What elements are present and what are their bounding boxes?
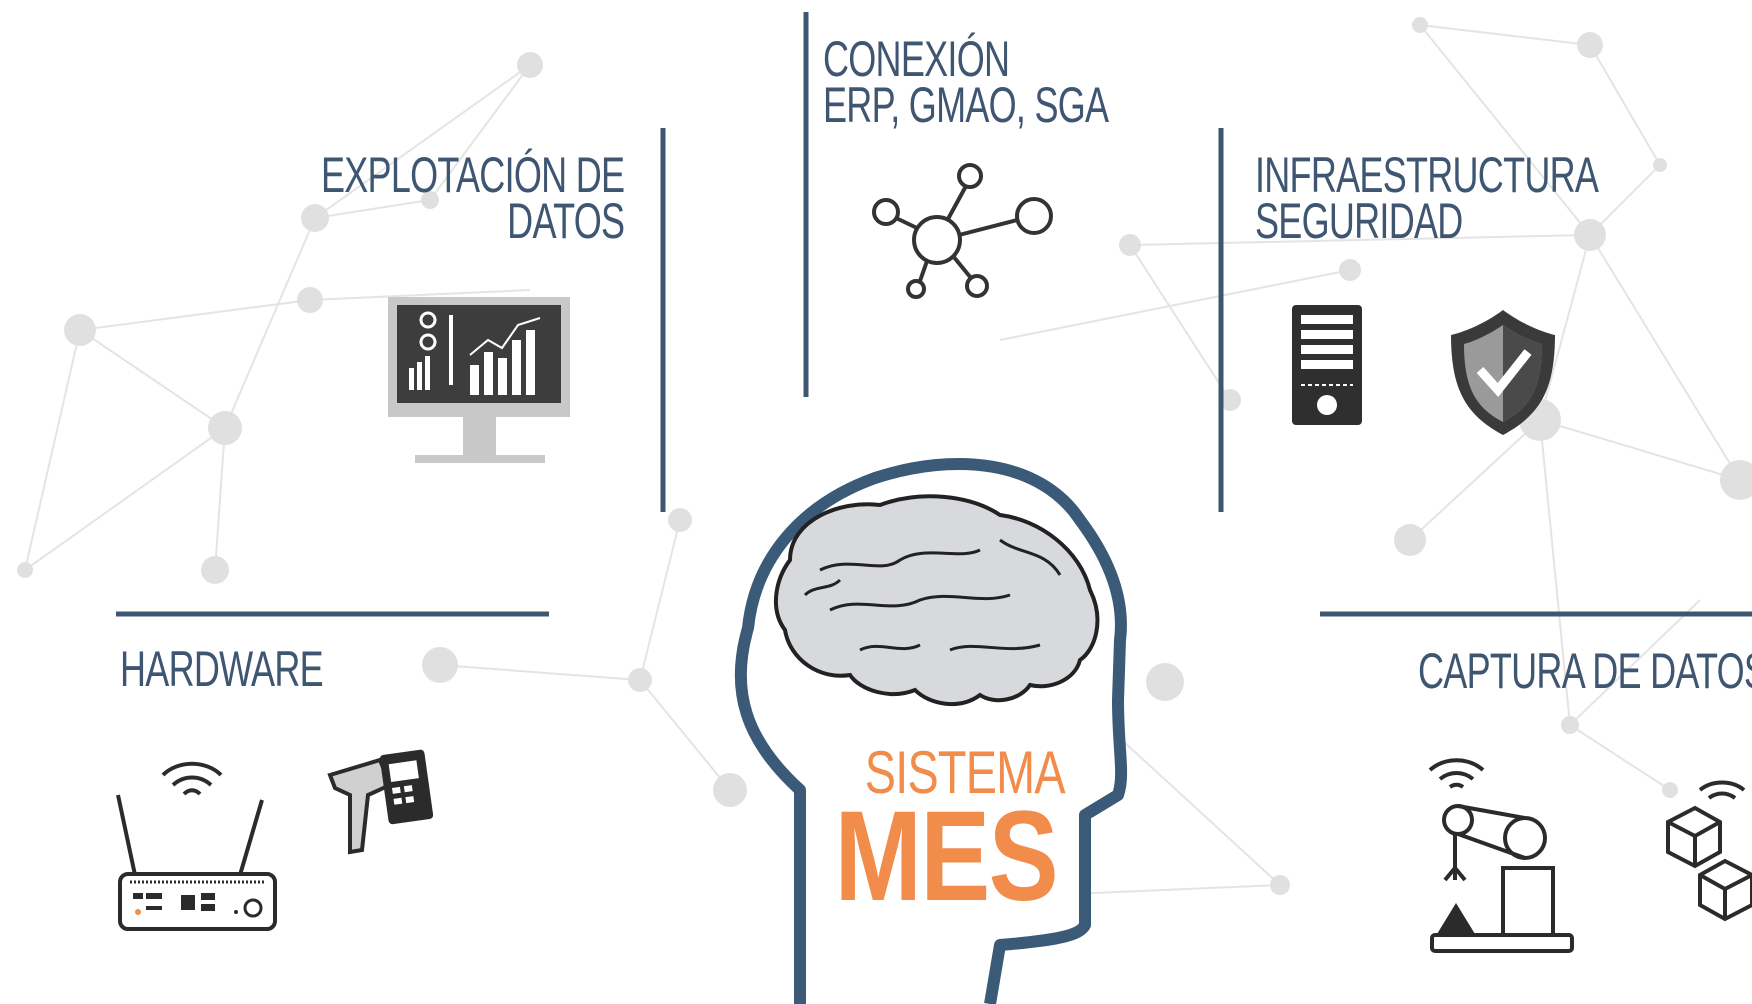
background-network — [24, 24, 1741, 901]
label-infraestructura: INFRAESTRUCTURA SEGURIDAD — [1255, 147, 1599, 249]
label-explotacion-line2: DATOS — [506, 193, 625, 249]
barcode-scanner-icon — [327, 749, 434, 855]
label-captura-text: CAPTURA DE DATOS — [1418, 643, 1752, 699]
network-hub-icon — [872, 163, 1053, 299]
robot-arm-icon — [1428, 758, 1574, 953]
security-shield-icon — [1451, 310, 1555, 435]
label-conexion-line2: ERP, GMAO, SGA — [823, 77, 1109, 133]
label-conexion: CONEXIÓN ERP, GMAO, SGA — [823, 31, 1109, 133]
router-ports — [133, 893, 263, 918]
divider-lines — [116, 12, 1752, 617]
label-captura: CAPTURA DE DATOS — [1418, 643, 1752, 699]
brain-icon — [773, 494, 1100, 707]
wifi-router-icon — [116, 761, 277, 931]
label-infraestructura-line2: SEGURIDAD — [1255, 193, 1463, 249]
label-hardware: HARDWARE — [120, 641, 324, 697]
label-conexion-line1: CONEXIÓN — [823, 31, 1010, 87]
connected-cubes-icon — [1666, 780, 1752, 922]
label-explotacion: EXPLOTACIÓN DE DATOS — [320, 147, 625, 249]
background-nodes — [17, 17, 1752, 915]
label-mes: MES — [834, 785, 1059, 928]
label-hardware-text: HARDWARE — [120, 641, 324, 697]
label-explotacion-line1: EXPLOTACIÓN DE — [320, 147, 625, 203]
label-infraestructura-line1: INFRAESTRUCTURA — [1255, 147, 1599, 203]
dashboard-monitor-icon — [388, 297, 570, 463]
server-tower-icon — [1292, 305, 1362, 425]
robot-base-triangle — [1437, 903, 1475, 934]
